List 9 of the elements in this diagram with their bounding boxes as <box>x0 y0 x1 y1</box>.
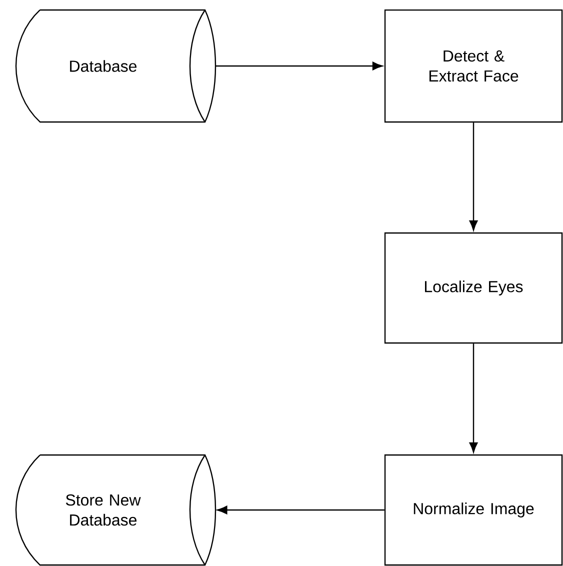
process-box: Normalize Image <box>384 454 563 566</box>
storage-shape: Store New Database <box>15 454 216 566</box>
arrow <box>469 344 478 453</box>
arrow <box>217 506 384 514</box>
arrow <box>469 122 478 231</box>
arrow <box>215 62 383 70</box>
storage-shape: Database <box>15 9 216 123</box>
process-box: Localize Eyes <box>384 232 563 344</box>
process-box: Detect & Extract Face <box>384 9 563 123</box>
